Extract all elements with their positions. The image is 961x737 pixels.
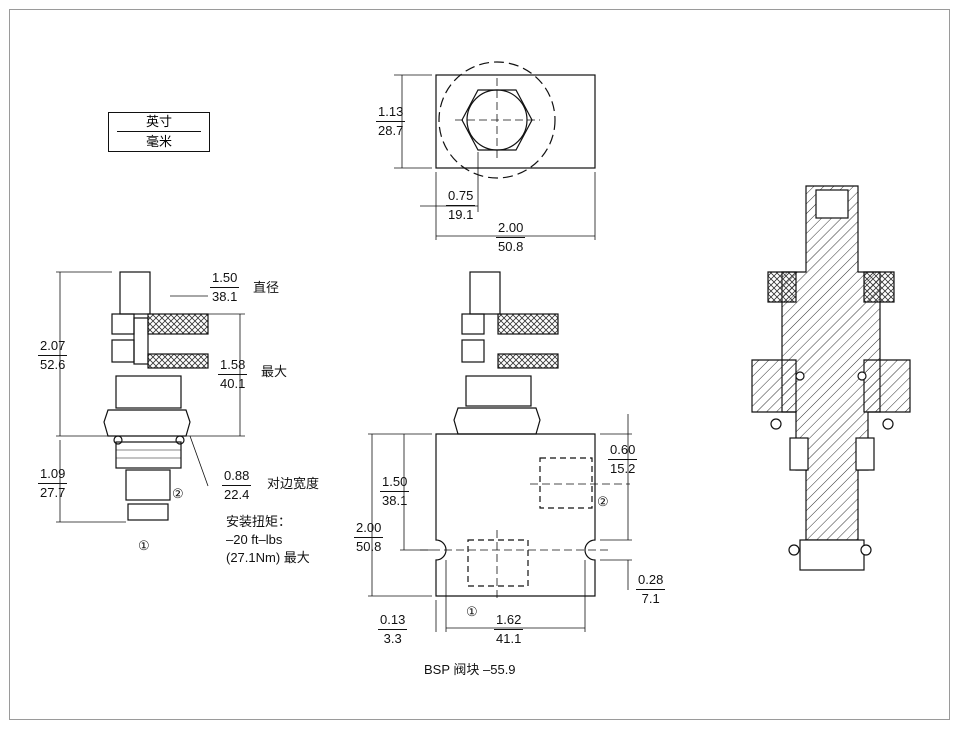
note-max: 最大 — [261, 364, 288, 379]
note-across-flats: 对边宽度 — [267, 476, 320, 491]
caption-bsp-block: BSP 阀块 –55.9 — [424, 662, 516, 677]
port-label-1-block: ① — [466, 604, 478, 619]
note-diameter: 直径 — [253, 280, 280, 295]
side-view-cartridge — [56, 271, 245, 523]
port-label-2-block: ② — [597, 494, 609, 509]
unit-legend: 英寸 毫米 — [108, 112, 210, 152]
top-view — [394, 61, 596, 240]
section-view — [751, 185, 911, 571]
front-view-block — [368, 271, 632, 632]
torque-nm: (27.1Nm) 最大 — [226, 550, 310, 565]
drawing-frame — [9, 9, 950, 720]
unit-mm: 毫米 — [145, 134, 172, 149]
torque-value: –20 ft–lbs — [226, 532, 283, 547]
torque-title: 安装扭矩： — [226, 514, 292, 529]
port-label-2-side: ② — [172, 486, 184, 501]
unit-inch: 英寸 — [117, 113, 201, 132]
port-label-1-side: ① — [138, 538, 150, 553]
